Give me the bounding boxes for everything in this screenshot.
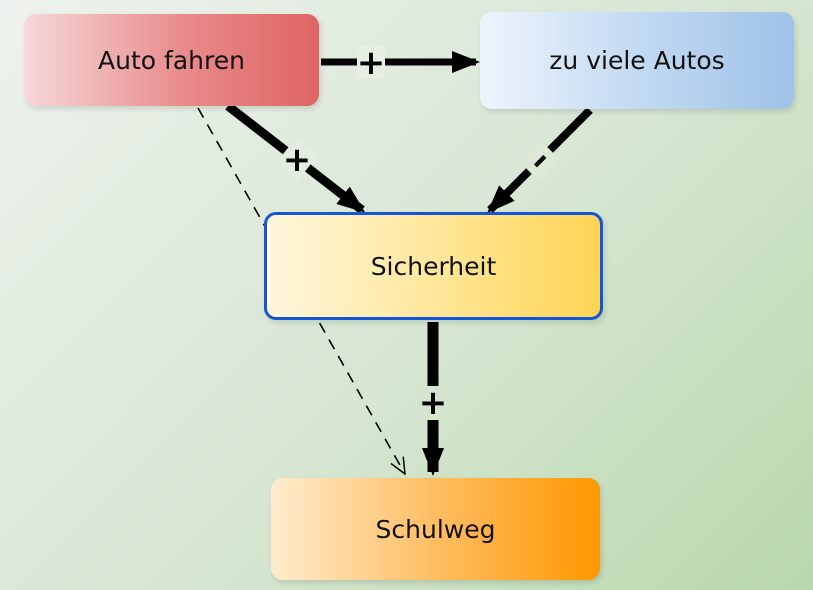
node-zu-viele-autos: zu viele Autos: [480, 12, 794, 109]
sign-auto-to-sicherheit: +: [283, 140, 312, 180]
node-zu-viele-autos-label: zu viele Autos: [549, 46, 725, 75]
node-schulweg-label: Schulweg: [375, 514, 496, 544]
node-schulweg: Schulweg: [271, 478, 600, 580]
sign-sicherheit-to-schulweg: +: [419, 383, 448, 423]
node-auto-fahren-label: Auto fahren: [98, 45, 245, 75]
sign-auto-to-autos: +: [357, 43, 386, 83]
node-sicherheit-label: Sicherheit: [370, 251, 497, 281]
node-sicherheit: Sicherheit: [264, 212, 603, 320]
node-auto-fahren: Auto fahren: [24, 14, 319, 106]
